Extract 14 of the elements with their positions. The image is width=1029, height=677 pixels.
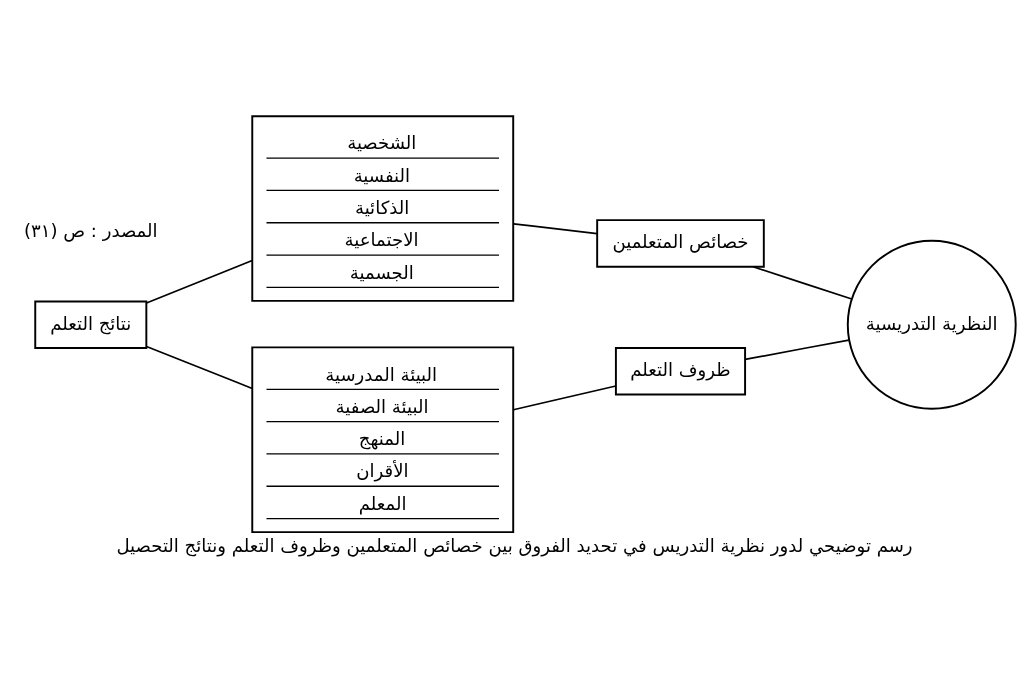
- connector: [744, 338, 850, 360]
- node-box: ظروف التعلم: [614, 346, 747, 396]
- connector: [512, 384, 617, 411]
- connector: [145, 259, 254, 304]
- node-box: الشخصية النفسية الذكائية الاجتماعية الجسمية: [251, 114, 515, 302]
- connector: [145, 345, 254, 389]
- caption: رسم توضيحي لدور نظرية التدريس في تحديد الفروق بين خصائص المتعلمين وظروف التعلم ونتائج التحصيل: [116, 534, 913, 556]
- connector: [512, 222, 598, 235]
- label: المصدر : ص (٣١): [23, 219, 158, 241]
- node-box: البيئة المدرسية البيئة الصفية المنهج الأقران المعلم: [251, 345, 515, 533]
- node-box: نتائج التعلم: [34, 300, 148, 349]
- node-circle: النظرية التدريسية: [846, 239, 1017, 410]
- connector: [752, 265, 853, 300]
- node-box: خصائص المتعلمين: [596, 218, 765, 268]
